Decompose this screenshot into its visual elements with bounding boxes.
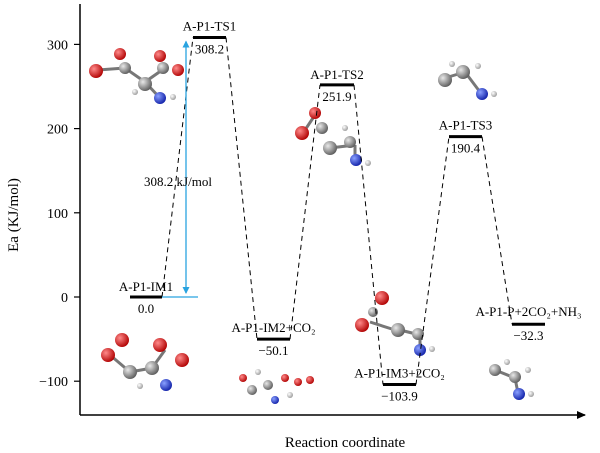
- level-value-label: 308.2: [195, 41, 224, 56]
- level-name-label: A-P1-IM2+CO₂: [231, 320, 315, 335]
- level-value-label: 0.0: [138, 301, 154, 316]
- molecule-product-structure: [489, 359, 534, 400]
- molecule-ts2-structure: [295, 107, 371, 166]
- level-name-label: A-P1-IM3+2CO₂: [354, 365, 445, 380]
- level-value-label: 251.9: [322, 89, 351, 104]
- level-value-label: −32.3: [513, 328, 543, 343]
- y-axis-title: Ea (KJ/mol): [6, 178, 22, 252]
- level-connector: [481, 136, 513, 325]
- level-connector: [353, 84, 384, 385]
- y-tick-label: 300: [47, 38, 68, 53]
- molecule-ts1-structure: [89, 48, 184, 104]
- barrier-annotation: 308.2 kJ/mol: [144, 174, 212, 189]
- y-tick-label: 100: [47, 207, 68, 222]
- level-connector: [289, 84, 321, 340]
- level-value-label: −50.1: [258, 343, 288, 358]
- level-connector: [161, 37, 194, 298]
- molecule-im3-structure: [355, 291, 435, 356]
- energy-levels: A-P1-IM1 0.0 A-P1-TS1 308.2A-P1-IM2+CO₂ −50.…: [119, 18, 582, 403]
- level-name-label: A-P1-IM1: [119, 279, 173, 294]
- level-name-label: A-P1-TS1: [183, 18, 236, 33]
- y-tick-label: −100: [39, 375, 68, 390]
- y-tick-label: 0: [61, 291, 68, 306]
- level-name-label: A-P1-TS3: [439, 118, 492, 133]
- y-tick-label: 200: [47, 123, 68, 138]
- y-axis-ticks: 300 200 100 0 −100: [39, 38, 80, 390]
- level-connector: [415, 136, 450, 385]
- molecule-im2-structure: [239, 369, 314, 404]
- level-value-label: 190.4: [451, 141, 481, 156]
- x-axis-title: Reaction coordinate: [285, 435, 406, 451]
- molecule-ts3-structure: [438, 61, 497, 100]
- level-name-label: A-P1-TS2: [310, 67, 363, 82]
- level-connector: [225, 37, 258, 340]
- level-value-label: −103.9: [381, 388, 418, 403]
- level-name-label: A-P1-P+2CO₂+NH₃: [475, 304, 581, 319]
- molecule-structures: [89, 48, 534, 404]
- molecule-im1-structure: [101, 333, 189, 391]
